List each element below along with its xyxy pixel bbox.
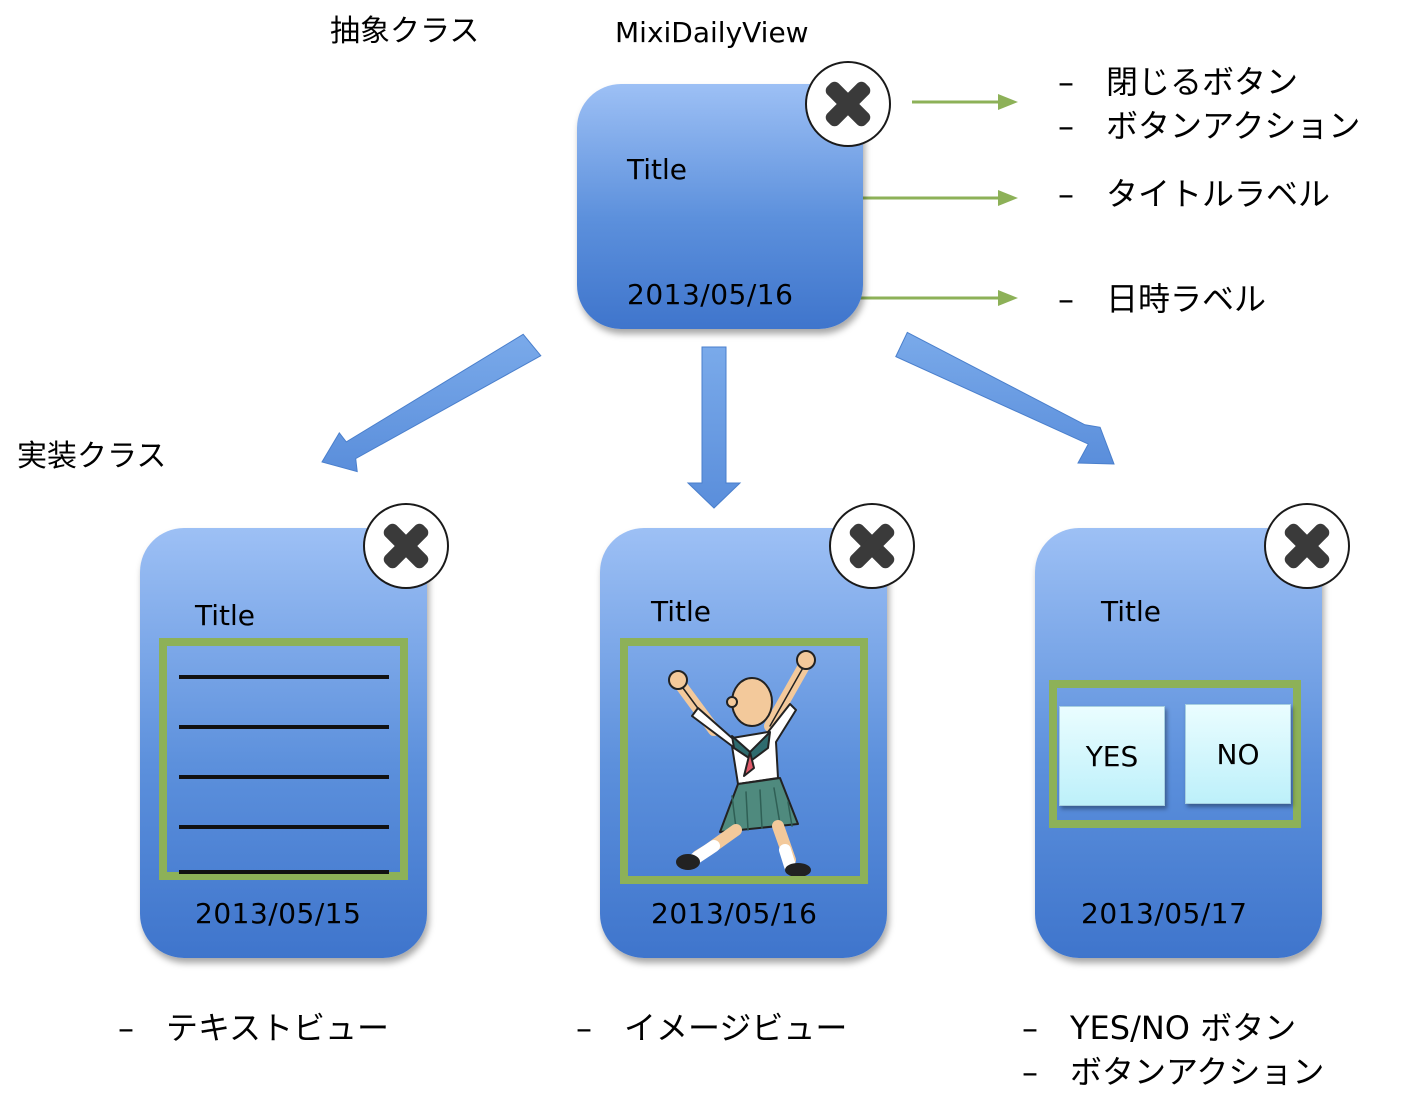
text-line (179, 725, 389, 729)
image-view-box (620, 638, 868, 884)
text-view-card-date: 2013/05/15 (195, 897, 362, 930)
caption-image-view: – イメージビュー (576, 1009, 848, 1047)
caption-yesno-button: – YES/NO ボタン (1022, 1009, 1297, 1047)
close-x-icon (825, 81, 871, 127)
concrete-class-label: 実装クラス (17, 439, 167, 474)
text-line (179, 870, 389, 874)
base-card-date: 2013/05/16 (627, 278, 794, 311)
text-line (179, 775, 389, 779)
caption-text-view: – テキストビュー (118, 1009, 390, 1047)
abstract-class-label: 抽象クラス (330, 14, 480, 49)
text-view-box (159, 638, 408, 880)
callout-close-button: – 閉じるボタン (1058, 63, 1299, 101)
inheritance-arrows (321, 331, 1115, 509)
callout-title-label: – タイトルラベル (1058, 175, 1331, 213)
callout-date-label: – 日時ラベル (1058, 280, 1267, 318)
base-class-name: MixiDailyView (615, 16, 809, 49)
base-card: Title 2013/05/16 (577, 84, 863, 329)
text-view-card-title: Title (195, 599, 256, 632)
yesno-view-card: Title YES NO 2013/05/17 (1035, 528, 1322, 958)
yesno-view-card-date: 2013/05/17 (1081, 897, 1248, 930)
callout-button-action: – ボタンアクション (1058, 107, 1361, 145)
close-x-icon (383, 523, 429, 569)
text-view-close-button[interactable] (363, 503, 449, 589)
text-line (179, 825, 389, 829)
yesno-view-close-button[interactable] (1264, 503, 1350, 589)
base-card-title: Title (627, 153, 688, 186)
no-button[interactable]: NO (1185, 704, 1291, 804)
text-view-card: Title 2013/05/15 (140, 528, 427, 958)
image-view-close-button[interactable] (829, 503, 915, 589)
image-view-card-title: Title (651, 595, 712, 628)
yesno-view-card-title: Title (1101, 595, 1162, 628)
base-card-close-button[interactable] (805, 61, 891, 147)
close-x-icon (849, 523, 895, 569)
caption-button-action: – ボタンアクション (1022, 1053, 1325, 1091)
text-line (179, 675, 389, 679)
image-view-card: Title (600, 528, 887, 958)
yesno-box: YES NO (1049, 680, 1301, 828)
person-illustration (668, 650, 816, 876)
yes-button[interactable]: YES (1059, 706, 1165, 806)
image-view-card-date: 2013/05/16 (651, 897, 818, 930)
close-x-icon (1284, 523, 1330, 569)
